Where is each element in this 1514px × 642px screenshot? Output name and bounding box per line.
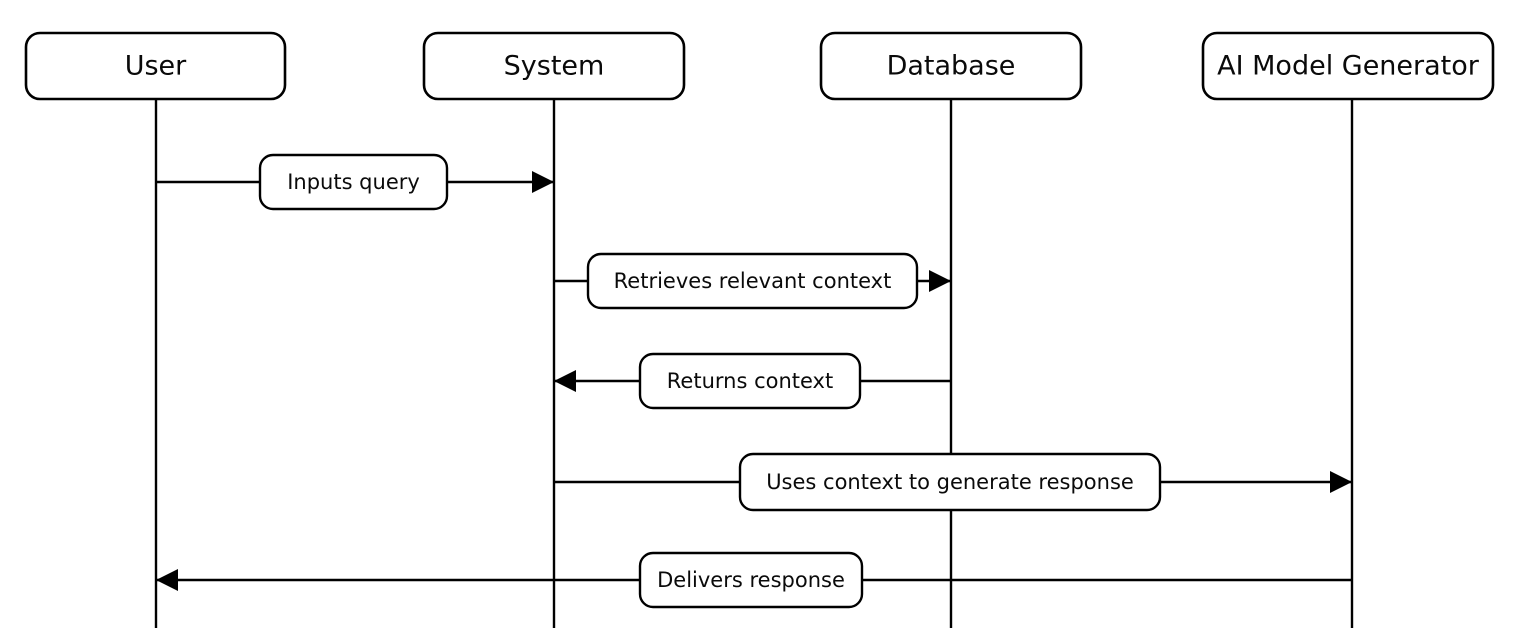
participant-label-system: System [504, 51, 605, 82]
participant-user[interactable]: User [24, 31, 287, 101]
message-label-text-m5: Delivers response [657, 568, 845, 592]
participant-box-ai_model_generator[interactable] [1201, 31, 1495, 101]
message-label-text-m3: Returns context [667, 369, 833, 393]
message-label-m2[interactable]: Retrieves relevant context [586, 252, 919, 310]
message-label-box-m1[interactable] [258, 153, 449, 211]
message-label-m4[interactable]: Uses context to generate response [738, 452, 1162, 512]
participant-system[interactable]: System [422, 31, 686, 101]
message-label-box-m4[interactable] [738, 452, 1162, 512]
participant-box-database[interactable] [819, 31, 1083, 101]
message-label-text-m4: Uses context to generate response [766, 470, 1134, 494]
message-label-m1[interactable]: Inputs query [258, 153, 449, 211]
participant-label-ai_model_generator: AI Model Generator [1217, 51, 1480, 82]
participant-box-system[interactable] [422, 31, 686, 101]
message-label-text-m2: Retrieves relevant context [614, 269, 892, 293]
participant-label-user: User [125, 51, 187, 82]
participant-label-database: Database [887, 51, 1016, 82]
lifelines-layer [154, 99, 1354, 628]
participant-database[interactable]: Database [819, 31, 1083, 101]
message-label-m3[interactable]: Returns context [638, 352, 862, 410]
message-label-box-m5[interactable] [638, 551, 864, 609]
message-label-text-m1: Inputs query [287, 170, 420, 194]
message-arrowhead-m4 [1330, 471, 1352, 493]
message-arrowhead-m2 [929, 270, 951, 292]
message-label-m5[interactable]: Delivers response [638, 551, 864, 609]
message-arrowhead-m3 [554, 370, 576, 392]
participant-ai_model_generator[interactable]: AI Model Generator [1201, 31, 1495, 101]
message-label-box-m2[interactable] [586, 252, 919, 310]
message-label-box-m3[interactable] [638, 352, 862, 410]
message-arrowhead-m1 [532, 171, 554, 193]
message-arrowhead-m5 [156, 569, 178, 591]
participants-layer: User System Database AI Model Generator [24, 31, 1495, 101]
participant-box-user[interactable] [24, 31, 287, 101]
